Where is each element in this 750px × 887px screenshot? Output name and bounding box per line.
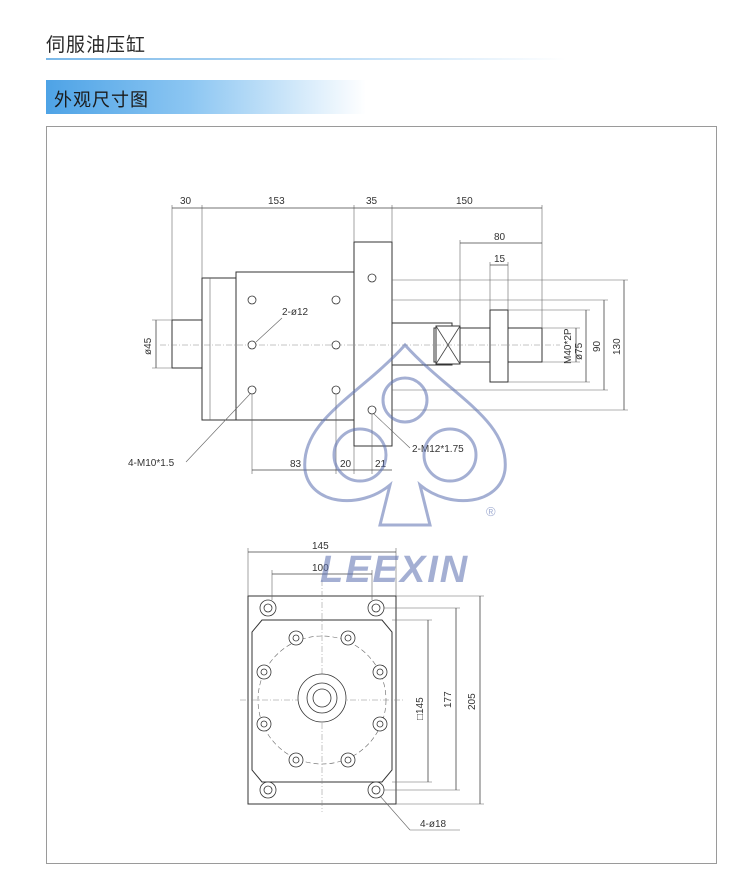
dim-sq145: □145 [415,697,426,720]
rod-nut [489,309,509,383]
dim-35: 35 [366,196,378,207]
dim-150: 150 [456,196,473,207]
section-header-bar [46,80,366,114]
dim-83: 83 [290,459,302,470]
title-divider [46,58,566,60]
dim-205: 205 [467,693,478,710]
dim-30: 30 [180,196,192,207]
dim-145-top: 145 [312,541,329,552]
section-title: 外观尺寸图 [54,90,149,110]
dim-177: 177 [443,691,454,708]
dim-phi75: ø75 [574,342,585,360]
dim-15: 15 [494,254,506,265]
dim-90: 90 [592,340,603,352]
rear-cap [201,277,239,421]
dim-21: 21 [375,459,387,470]
corner-holes [259,599,385,799]
brand-wordmark: LEEXIN [320,549,469,591]
dim-m40: M40*2P [563,328,574,364]
label-4-phi18: 4-ø18 [420,819,447,830]
rear-rod [171,319,205,369]
top-dimensions: 30 153 35 150 80 15 [171,196,543,328]
right-dimensions: M40*2P ø75 90 130 [392,279,628,411]
dim-20: 20 [340,459,352,470]
dim-phi45: ø45 [143,337,154,355]
dim-153: 153 [268,196,285,207]
label-2-phi12: 2-ø12 [282,307,309,318]
registered-mark: ® [486,504,496,519]
dim-130: 130 [612,338,623,355]
front-view: 145 100 □145 177 205 4-ø18 [240,541,484,831]
label-4-m10: 4-M10*1.5 [128,458,175,469]
bolt-holes [256,630,388,768]
spade-logo-icon [303,342,507,527]
label-2-m12: 2-M12*1.75 [412,444,464,455]
dim-80: 80 [494,232,506,243]
front-flange [353,241,393,447]
side-view: 30 153 35 150 80 15 ø45 2-ø12 4-M10*1.5 … [128,196,628,474]
body-holes [247,273,377,415]
page-title: 伺服油压缸 [46,35,147,56]
leexin-watermark: ® LEEXIN [303,342,507,591]
dim-100: 100 [312,563,329,574]
